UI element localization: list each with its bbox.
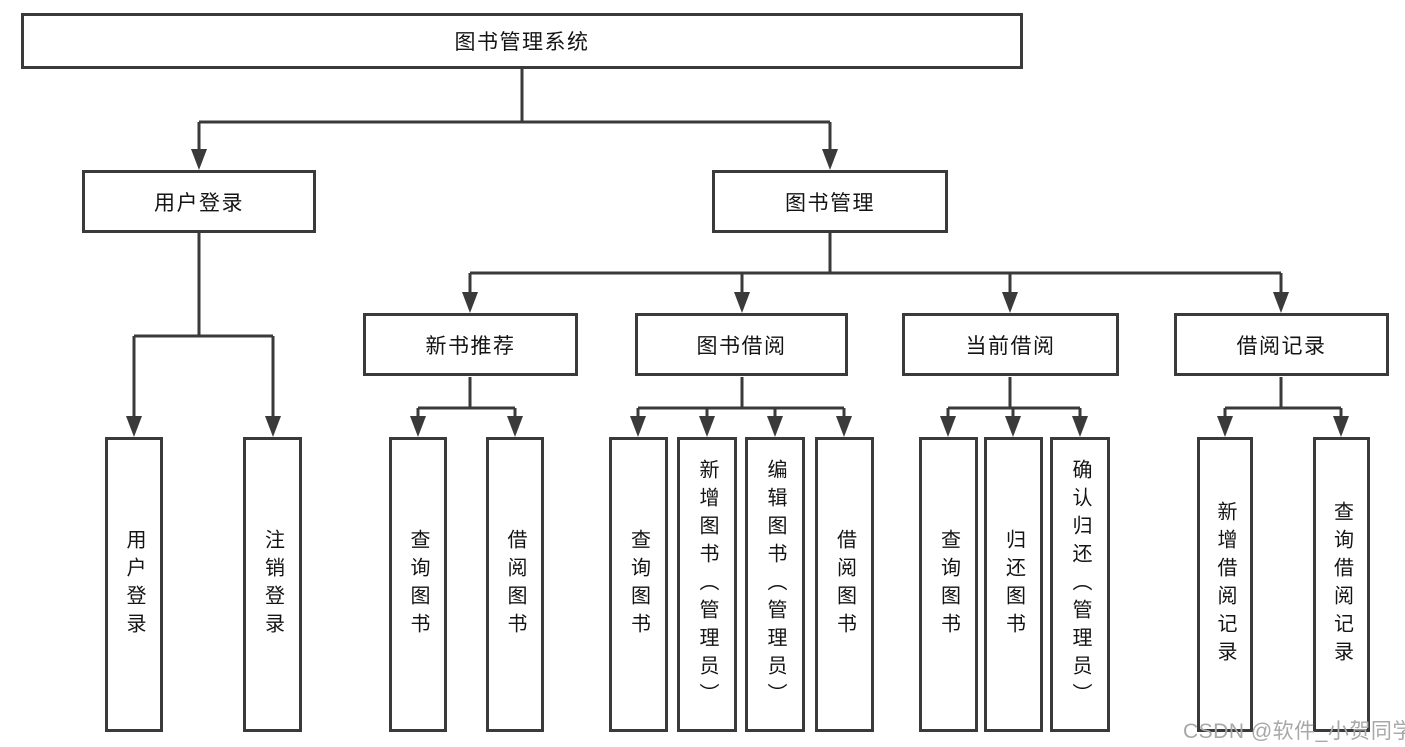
leaf-add-borrow-record: 新增借阅记录: [1197, 437, 1253, 732]
leaf-borrow-books-recommend: 借阅图书: [486, 437, 544, 732]
leaf-query-borrow-record: 查询借阅记录: [1313, 437, 1370, 732]
leaf-query-books-current: 查询图书: [919, 437, 978, 732]
node-label: 确认归还（管理员）: [1069, 458, 1091, 711]
node-label: 新增图书（管理员）: [696, 458, 718, 711]
node-label: 归还图书: [1002, 528, 1025, 641]
node-label: 借阅图书: [833, 528, 856, 641]
node-label: 图书管理系统: [454, 31, 590, 54]
leaf-return-books: 归还图书: [984, 437, 1043, 732]
node-borrowing-records: 借阅记录: [1174, 313, 1389, 376]
node-label: 新书推荐: [425, 334, 516, 358]
node-label: 图书管理: [785, 191, 875, 215]
node-label: 查询图书: [407, 528, 429, 641]
node-label: 注销登录: [261, 528, 284, 641]
leaf-confirm-return-admin: 确认归还（管理员）: [1050, 437, 1110, 732]
node-new-book-recommend: 新书推荐: [363, 313, 578, 376]
node-label: 当前借阅: [965, 334, 1056, 358]
csdn-watermark: CSDN @软件_小贺同学: [1183, 720, 1405, 743]
leaf-edit-books-admin: 编辑图书（管理员）: [745, 437, 805, 732]
node-label: 新增借阅记录: [1214, 500, 1236, 669]
node-book-borrowing: 图书借阅: [635, 313, 848, 376]
node-label: 图书借阅: [696, 334, 787, 358]
leaf-borrow-books: 借阅图书: [815, 437, 874, 732]
leaf-query-books-borrowing: 查询图书: [609, 437, 668, 732]
node-label: 借阅记录: [1236, 334, 1327, 358]
leaf-add-books-admin: 新增图书（管理员）: [677, 437, 737, 732]
node-library-system: 图书管理系统: [21, 13, 1023, 69]
node-label: 查询图书: [937, 528, 960, 641]
leaf-logout: 注销登录: [243, 437, 302, 732]
arrowheads: [126, 149, 1349, 437]
node-label: 借阅图书: [504, 528, 526, 641]
node-label: 用户登录: [154, 191, 244, 215]
node-label: 编辑图书（管理员）: [764, 458, 786, 711]
leaf-query-books-recommend: 查询图书: [389, 437, 447, 732]
node-label: 查询图书: [627, 528, 650, 641]
node-label: 查询借阅记录: [1330, 500, 1353, 669]
leaf-user-login: 用户登录: [105, 437, 163, 732]
node-user-login: 用户登录: [82, 170, 316, 233]
node-book-management: 图书管理: [712, 170, 948, 233]
node-label: 用户登录: [123, 528, 145, 641]
node-current-borrowing: 当前借阅: [902, 313, 1119, 376]
